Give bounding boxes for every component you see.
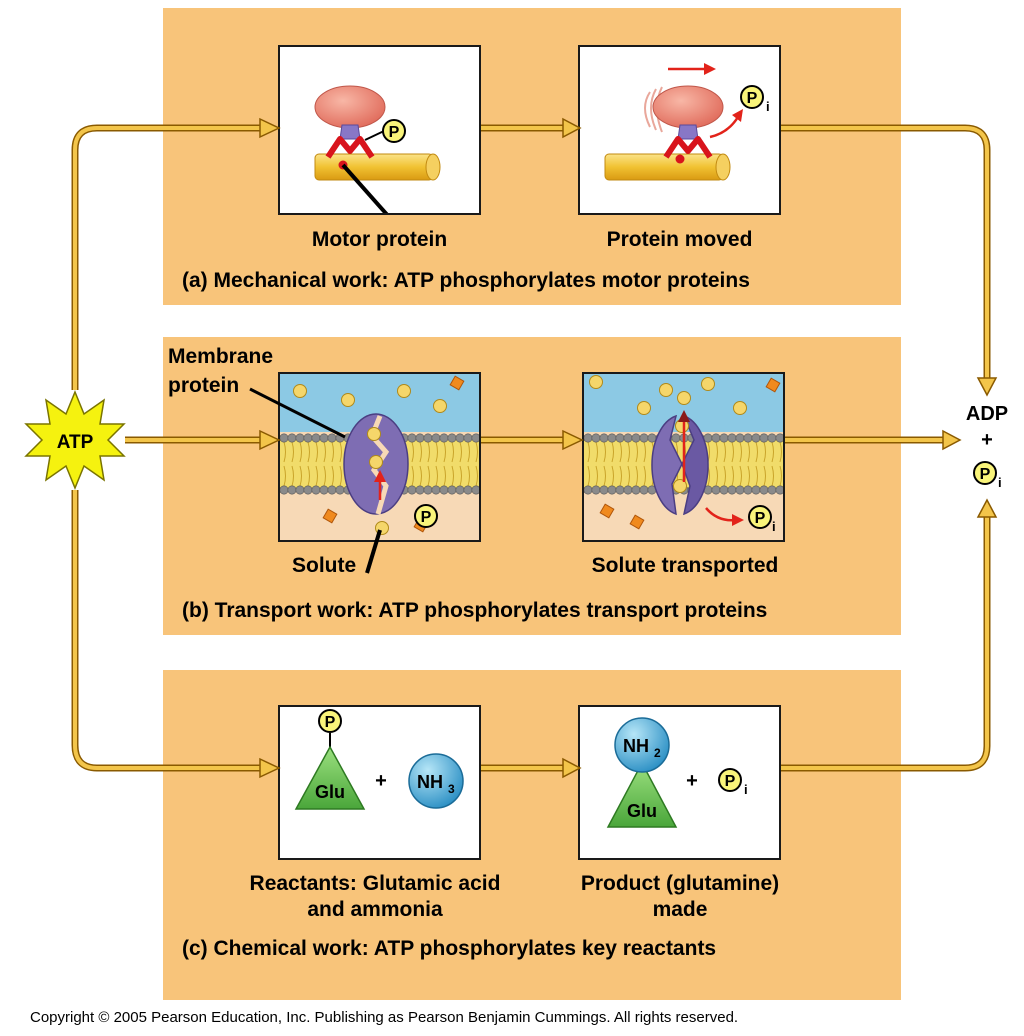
release-arrow xyxy=(709,109,743,139)
svg-text:+: + xyxy=(686,770,698,792)
svg-text:3: 3 xyxy=(448,782,455,796)
adp-product: ADP + xyxy=(966,403,1008,451)
svg-text:P: P xyxy=(389,124,400,141)
protein-moved-box: P i xyxy=(578,45,781,215)
svg-text:+: + xyxy=(375,770,387,792)
svg-text:+: + xyxy=(981,429,993,451)
inorganic-phosphate-icon: P i xyxy=(740,85,770,114)
amine-group-molecule: NH 2 xyxy=(614,717,670,773)
svg-text:NH: NH xyxy=(623,736,649,756)
membrane-protein-label-line1: Membrane xyxy=(168,345,274,368)
svg-text:i: i xyxy=(744,782,748,797)
inorganic-phosphate-icon: P i xyxy=(973,461,1002,490)
svg-text:i: i xyxy=(766,99,770,114)
svg-text:ADP: ADP xyxy=(966,403,1008,425)
svg-text:P: P xyxy=(747,90,758,107)
product-label-line2: made xyxy=(652,898,708,921)
svg-text:P: P xyxy=(725,773,736,790)
phosphate-icon: P xyxy=(318,709,342,733)
svg-text:ATP: ATP xyxy=(57,432,94,453)
arrowheads xyxy=(259,117,998,779)
motor-protein-head xyxy=(652,85,724,164)
membrane-protein-box: P xyxy=(278,372,481,542)
product-label-line1: Product (glutamine) xyxy=(580,872,780,895)
phosphate-icon: P xyxy=(382,119,406,143)
product-box: Glu NH 2 + P i xyxy=(578,705,781,860)
svg-text:2: 2 xyxy=(654,746,661,760)
phosphate-icon: P xyxy=(414,504,438,528)
svg-text:P: P xyxy=(421,509,432,526)
motor-protein-label: Motor protein xyxy=(311,228,448,251)
inorganic-phosphate-icon: P i xyxy=(718,768,748,797)
motor-protein-head xyxy=(314,85,386,170)
glutamine-triangle: Glu xyxy=(606,761,678,828)
transport-protein xyxy=(651,414,709,516)
membrane-protein-label-line2: protein xyxy=(168,374,240,397)
reactants-label-line2: and ammonia xyxy=(307,898,443,921)
svg-text:Glu: Glu xyxy=(315,782,345,802)
transport-work-caption: (b) Transport work: ATP phosphorylates t… xyxy=(182,599,768,622)
chemical-work-caption: (c) Chemical work: ATP phosphorylates ke… xyxy=(182,937,717,960)
mechanical-work-caption: (a) Mechanical work: ATP phosphorylates … xyxy=(182,269,750,292)
protein-moved-label: Protein moved xyxy=(606,228,753,251)
glutamic-acid-triangle: Glu xyxy=(294,745,366,810)
svg-text:Glu: Glu xyxy=(627,801,657,821)
actin-filament xyxy=(604,153,731,181)
svg-text:i: i xyxy=(772,519,776,534)
atp-burst-icon: ATP xyxy=(24,390,126,490)
actin-filament xyxy=(314,153,441,181)
movement-arrow xyxy=(668,63,716,75)
svg-text:NH: NH xyxy=(417,772,443,792)
reactants-box: P Glu + NH 3 xyxy=(278,705,481,860)
svg-text:i: i xyxy=(998,475,1002,490)
svg-text:P: P xyxy=(755,510,766,527)
solute-label: Solute xyxy=(292,554,357,577)
svg-text:P: P xyxy=(980,466,991,483)
solute-transported-label: Solute transported xyxy=(591,554,779,577)
svg-text:P: P xyxy=(325,714,336,731)
reactants-label-line1: Reactants: Glutamic acid xyxy=(249,872,501,895)
ammonia-molecule: NH 3 xyxy=(408,753,464,809)
motor-protein-box: P xyxy=(278,45,481,215)
copyright-notice: Copyright © 2005 Pearson Education, Inc.… xyxy=(30,1009,739,1026)
solute-particles xyxy=(589,375,781,530)
